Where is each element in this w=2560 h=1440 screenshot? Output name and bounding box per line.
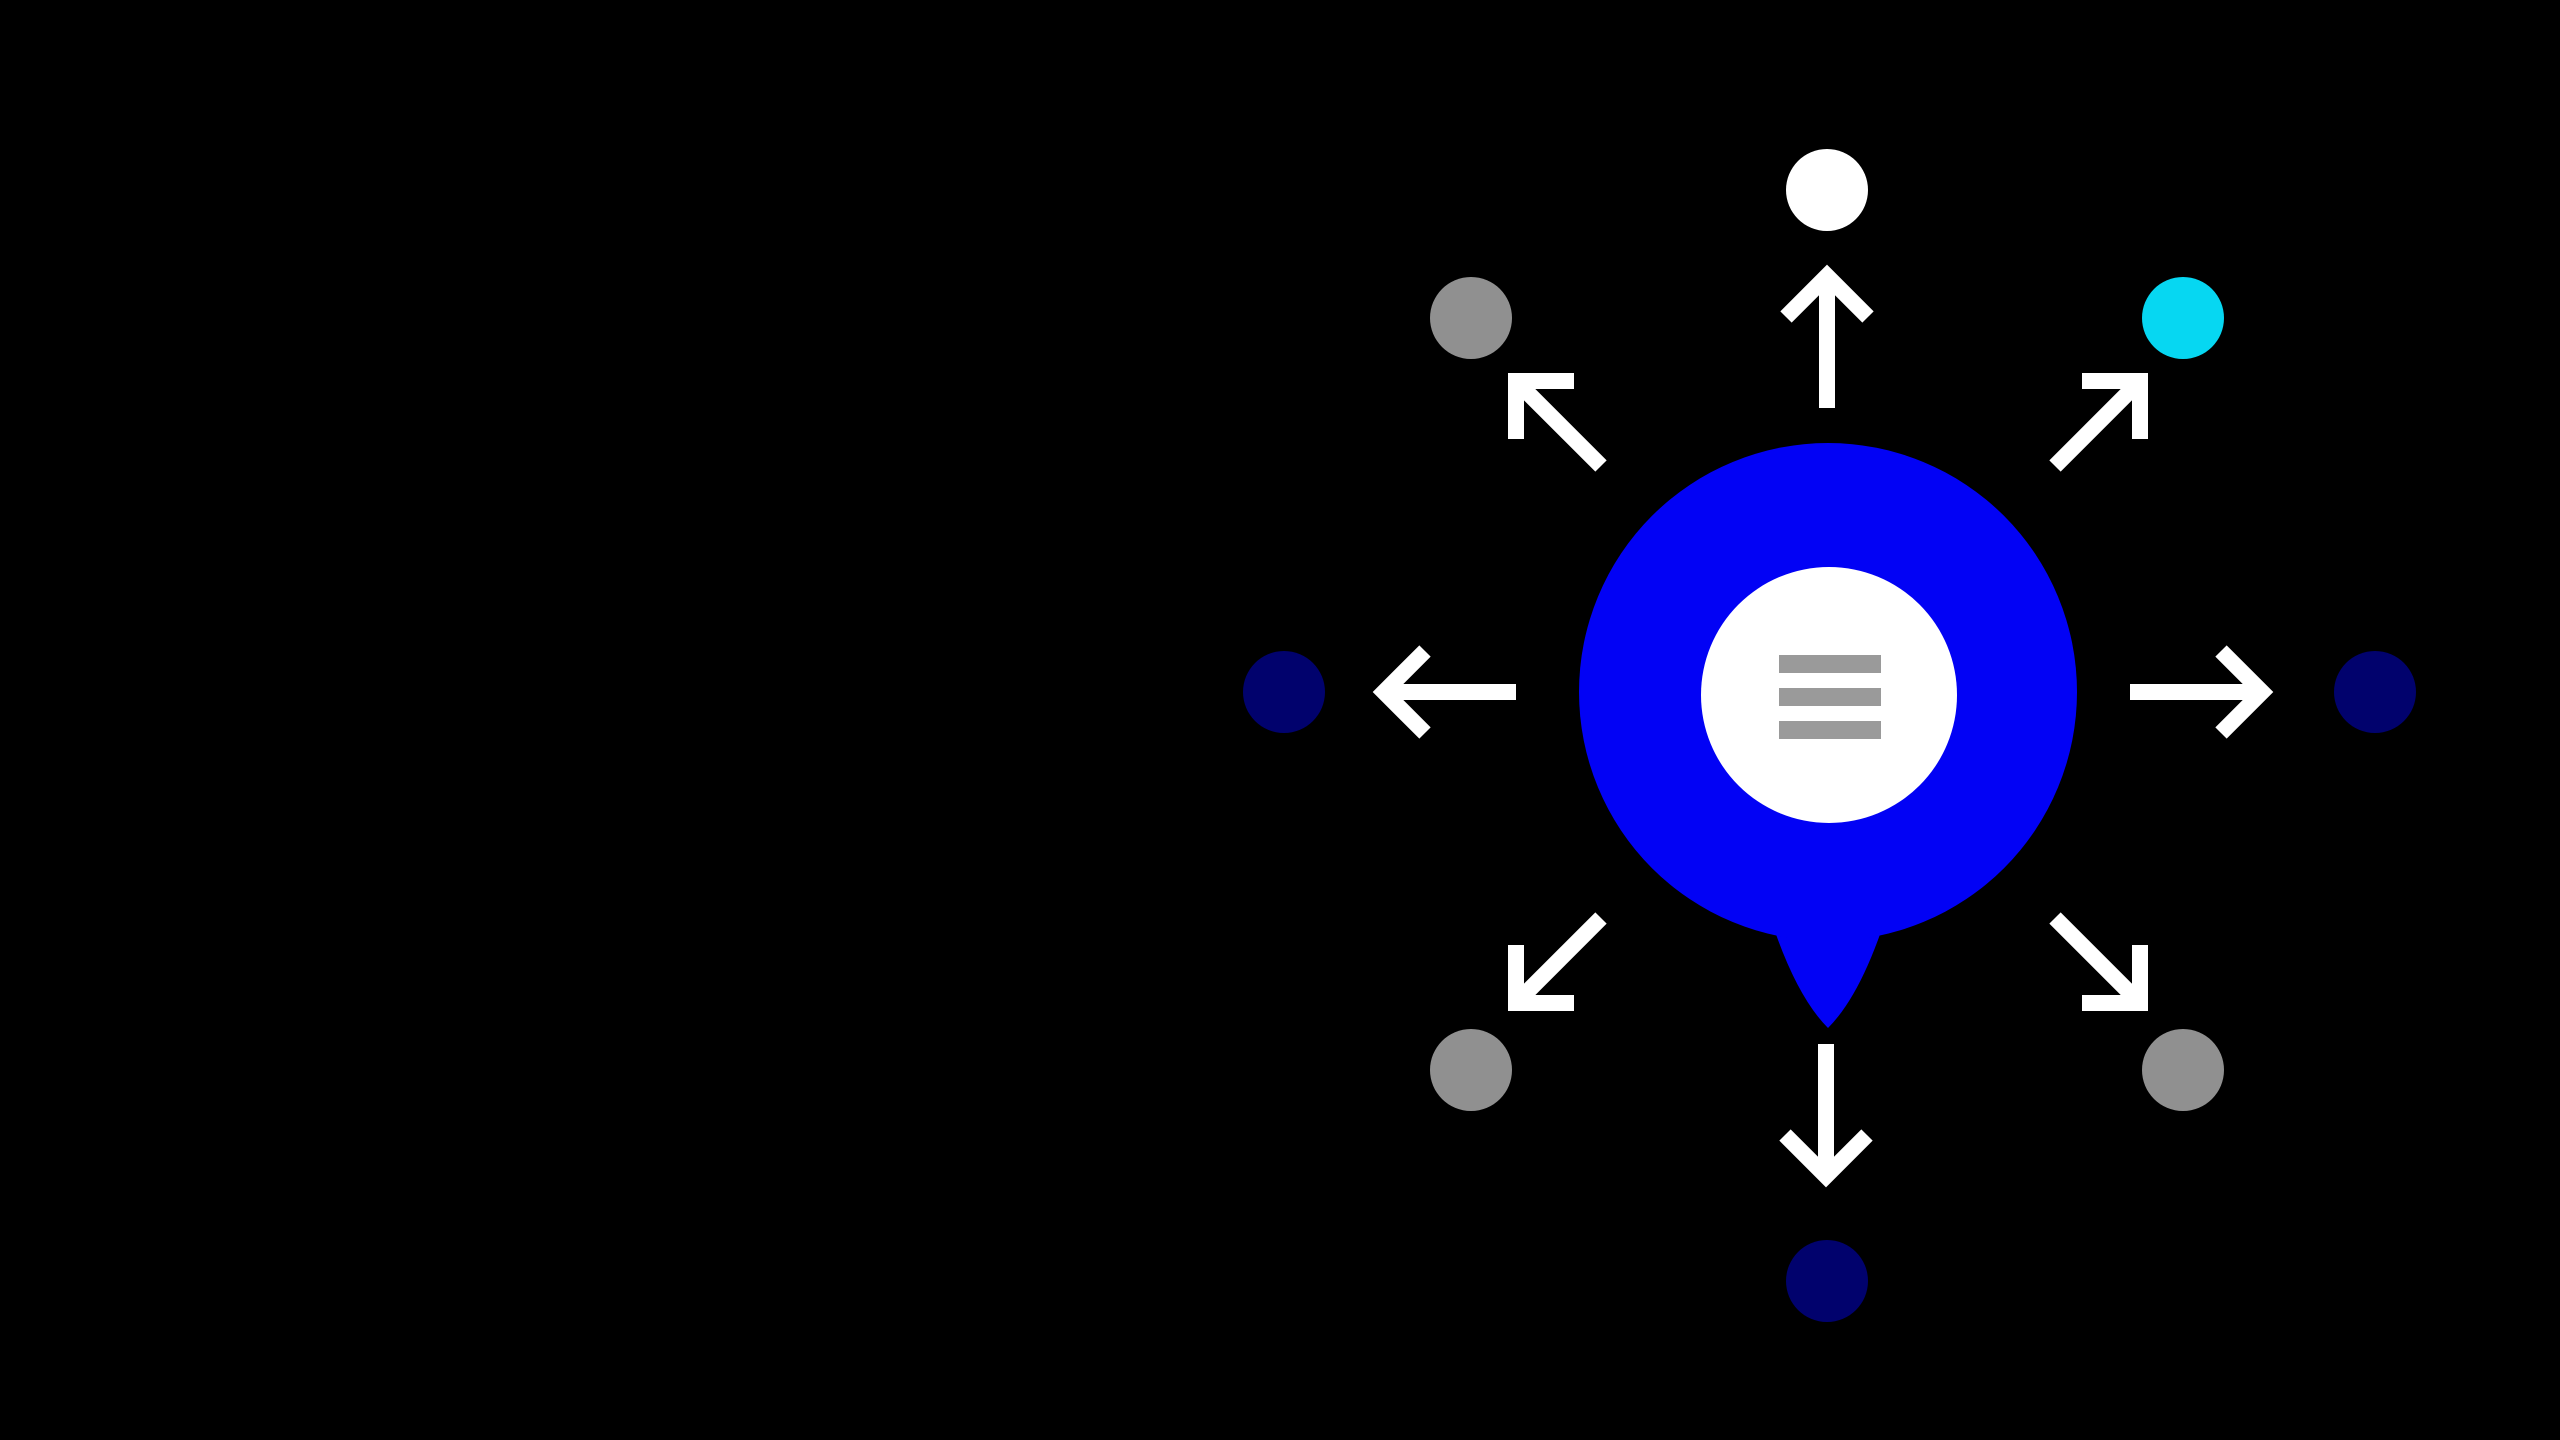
node-dot-southeast <box>2142 1029 2224 1111</box>
arrow-down-right-icon <box>2049 912 2148 1011</box>
menu-bar <box>1779 655 1881 673</box>
spokes-group <box>1243 149 2416 1322</box>
arrow-down-icon <box>1779 1044 1873 1188</box>
arrow-head <box>2082 373 2148 439</box>
arrow-down-left-icon <box>1508 912 1607 1011</box>
arrow-head <box>1779 1129 1873 1188</box>
arrow-head <box>1780 264 1874 323</box>
hamburger-menu-icon <box>1779 655 1881 739</box>
node-dot-southwest <box>1430 1029 1512 1111</box>
spoke-southeast <box>2049 912 2224 1111</box>
arrow-up-icon <box>1780 264 1874 408</box>
spoke-east <box>2130 645 2416 739</box>
arrow-up-left-icon <box>1508 373 1607 472</box>
arrow-head <box>1372 645 1431 739</box>
node-dot-east <box>2334 651 2416 733</box>
menu-bar <box>1779 721 1881 739</box>
node-dot-northwest <box>1430 277 1512 359</box>
arrow-head <box>1508 373 1574 439</box>
arrow-shaft <box>1510 912 1607 1009</box>
spoke-south <box>1779 1044 1873 1322</box>
arrow-left-icon <box>1372 645 1516 739</box>
pin-group <box>1579 443 2077 1028</box>
node-dot-west <box>1243 651 1325 733</box>
arrow-shaft <box>1510 375 1607 472</box>
node-dot-south <box>1786 1240 1868 1322</box>
node-dot-northeast <box>2142 277 2224 359</box>
spoke-northeast <box>2049 277 2224 472</box>
spoke-west <box>1243 645 1516 739</box>
arrow-shaft <box>2049 375 2146 472</box>
arrow-head <box>2082 945 2148 1011</box>
spoke-northwest <box>1430 277 1607 472</box>
spoke-north <box>1780 149 1874 408</box>
arrow-right-icon <box>2130 645 2274 739</box>
spoke-southwest <box>1430 912 1607 1111</box>
arrow-head <box>2215 645 2274 739</box>
arrow-head <box>1508 945 1574 1011</box>
arrow-shaft <box>2049 912 2146 1009</box>
menu-bar <box>1779 688 1881 706</box>
node-dot-north <box>1786 149 1868 231</box>
arrow-up-right-icon <box>2049 373 2148 472</box>
